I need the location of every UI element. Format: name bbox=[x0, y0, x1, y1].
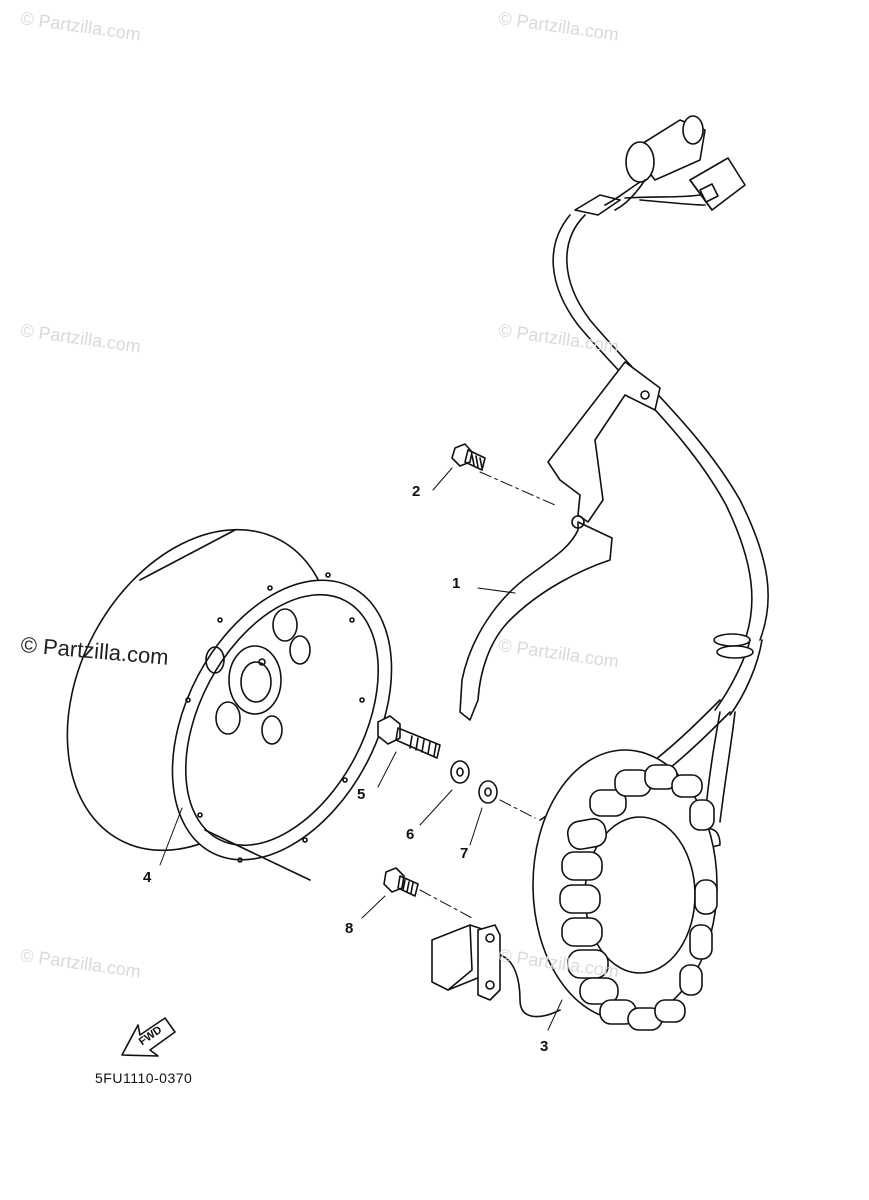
rotor-part-4 bbox=[66, 528, 393, 881]
round-connector-icon bbox=[604, 115, 706, 211]
callout-part-1[interactable]: 1 bbox=[452, 575, 461, 592]
bracket-part-1 bbox=[459, 361, 661, 721]
callout-part-7[interactable]: 7 bbox=[460, 845, 469, 862]
pickup-coil bbox=[431, 924, 561, 1018]
callout-part-8[interactable]: 8 bbox=[345, 920, 354, 937]
screw-part-8 bbox=[383, 867, 419, 897]
fwd-arrow-icon bbox=[121, 1017, 176, 1057]
leader-lines bbox=[159, 467, 563, 1031]
washer-part-6 bbox=[450, 760, 470, 784]
bolt-part-5 bbox=[377, 715, 441, 759]
washer-part-7 bbox=[478, 780, 498, 804]
callout-part-5[interactable]: 5 bbox=[357, 786, 366, 803]
stator-part-3 bbox=[532, 749, 718, 1031]
diagram-code: 5FU1110-0370 bbox=[95, 1070, 193, 1086]
wire-harness bbox=[539, 194, 769, 851]
callout-part-3[interactable]: 3 bbox=[540, 1038, 549, 1055]
callout-part-6[interactable]: 6 bbox=[406, 826, 415, 843]
stator-coils bbox=[559, 764, 718, 1031]
screw-part-2 bbox=[451, 443, 486, 471]
rectangular-connector-icon bbox=[624, 157, 746, 211]
callout-part-2[interactable]: 2 bbox=[412, 483, 421, 500]
callout-part-4[interactable]: 4 bbox=[143, 869, 152, 886]
